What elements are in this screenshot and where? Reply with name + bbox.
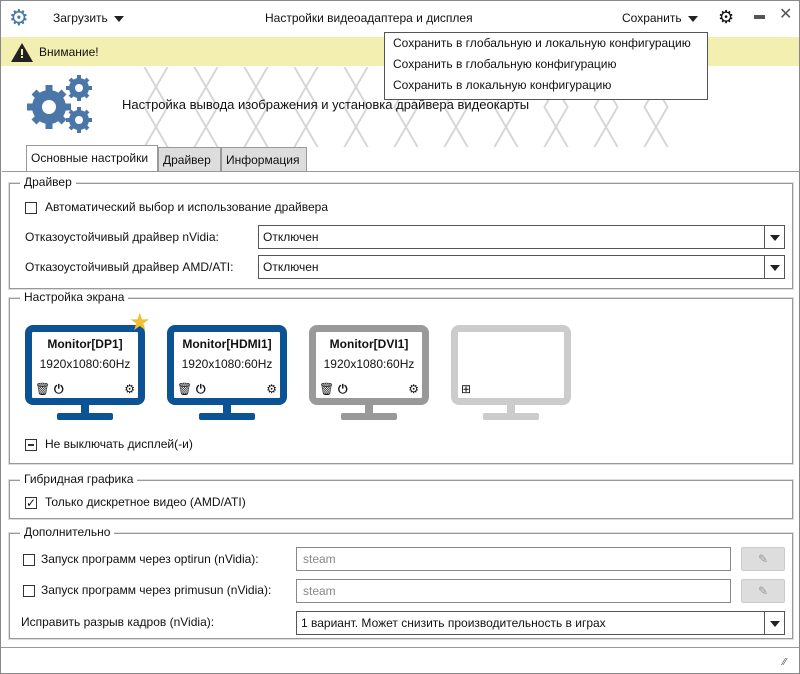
driver-legend: Драйвер xyxy=(20,175,76,189)
nvidia-driver-select[interactable]: Отключен xyxy=(258,225,785,249)
monitor-dvi1[interactable]: Monitor[DVI1] 1920x1080:60Hz 🗑⏻ ⚙ xyxy=(309,325,429,405)
power-icon[interactable]: ⏻ xyxy=(196,382,206,396)
gear-icon[interactable]: ⚙ xyxy=(124,382,135,396)
monitor-mode: 1920x1080:60Hz xyxy=(181,357,273,371)
trash-icon[interactable]: 🗑 xyxy=(177,382,193,396)
menu-item-save-global-local[interactable]: Сохранить в глобальную и локальную конфи… xyxy=(393,36,691,50)
keep-display-on-checkbox[interactable] xyxy=(25,439,37,451)
warning-text: Внимание! xyxy=(39,45,99,59)
monitor-dp1[interactable]: Monitor[DP1] 1920x1080:60Hz 🗑⏻ ⚙ xyxy=(25,325,145,405)
primus-checkbox[interactable] xyxy=(23,585,35,597)
monitor-base xyxy=(483,413,539,420)
gear-icon[interactable]: ⚙ xyxy=(408,382,419,396)
primary-star-icon: ★ xyxy=(129,309,151,336)
primus-placeholder: steam xyxy=(303,584,336,598)
auto-driver-label: Автоматический выбор и использование дра… xyxy=(45,200,328,214)
extra-legend: Дополнительно xyxy=(20,525,115,539)
monitor-base xyxy=(199,413,255,420)
monitor-base xyxy=(57,413,113,420)
tab-panel xyxy=(2,171,799,647)
tearing-label: Исправить разрыв кадров (nVidia): xyxy=(21,615,215,629)
screen-group: Настройка экрана xyxy=(9,290,793,464)
optirun-input[interactable]: steam xyxy=(296,547,731,571)
status-bar xyxy=(1,647,799,648)
optirun-placeholder: steam xyxy=(303,552,336,566)
monitor-name: Monitor[HDMI1] xyxy=(182,337,272,351)
tab-main-settings[interactable]: Основные настройки xyxy=(26,145,158,172)
save-label: Сохранить xyxy=(622,11,682,25)
screen-legend: Настройка экрана xyxy=(20,290,129,304)
extra-group: Дополнительно xyxy=(9,525,793,639)
edit-optirun-button[interactable]: ✎ xyxy=(741,547,785,571)
settings-gear-icon[interactable]: ⚙ xyxy=(718,7,735,27)
menu-item-save-global[interactable]: Сохранить в глобальную конфигурацию xyxy=(393,57,617,71)
monitor-stand xyxy=(507,405,515,414)
dropdown-arrow-icon xyxy=(764,612,784,634)
optirun-label: Запуск программ через optirun (nVidia): xyxy=(41,552,259,566)
discrete-video-label: Только дискретное видео (AMD/ATI) xyxy=(45,495,246,509)
power-icon[interactable]: ⏻ xyxy=(338,382,348,396)
tab-info[interactable]: Информация xyxy=(221,147,307,172)
monitor-name: Monitor[DVI1] xyxy=(329,337,409,351)
warning-icon xyxy=(11,43,33,62)
discrete-video-checkbox[interactable]: ✓ xyxy=(25,496,37,510)
tearing-value: 1 вариант. Может снизить производительно… xyxy=(301,616,606,630)
primus-input[interactable]: steam xyxy=(296,579,731,603)
primus-label: Запуск программ через primusun (nVidia): xyxy=(41,583,272,597)
monitor-add[interactable]: ⊞ xyxy=(451,325,571,405)
amd-driver-select[interactable]: Отключен xyxy=(258,255,785,279)
power-icon[interactable]: ⏻ xyxy=(54,382,64,396)
monitor-stand xyxy=(223,405,231,414)
header-gears-icon xyxy=(27,75,92,133)
monitor-mode: 1920x1080:60Hz xyxy=(39,357,131,371)
dropdown-arrow-icon xyxy=(764,256,784,278)
tearing-select[interactable]: 1 вариант. Может снизить производительно… xyxy=(296,611,785,635)
load-button[interactable]: Загрузить xyxy=(53,11,124,25)
caret-down-icon xyxy=(113,15,124,22)
app-gears-icon: ⚙ xyxy=(9,5,29,30)
amd-driver-value: Отключен xyxy=(263,260,319,274)
dropdown-arrow-icon xyxy=(764,226,784,248)
menu-item-save-local[interactable]: Сохранить в локальную конфигурацию xyxy=(393,78,612,92)
save-button[interactable]: Сохранить xyxy=(622,11,698,25)
save-menu: Сохранить в глобальную и локальную конфи… xyxy=(384,32,708,100)
monitor-stand xyxy=(365,405,373,414)
monitor-stand xyxy=(81,405,89,414)
add-monitor-icon[interactable]: ⊞ xyxy=(461,382,472,396)
load-label: Загрузить xyxy=(53,11,108,25)
auto-driver-checkbox[interactable] xyxy=(25,202,37,214)
trash-icon[interactable]: 🗑 xyxy=(319,382,335,396)
tab-driver[interactable]: Драйвер xyxy=(158,147,221,172)
monitor-name: Monitor[DP1] xyxy=(47,337,123,351)
page-heading: Настройка вывода изображения и установка… xyxy=(122,97,530,112)
edit-primus-button[interactable]: ✎ xyxy=(741,579,785,603)
close-button[interactable]: ✕ xyxy=(779,6,793,23)
hybrid-legend: Гибридная графика xyxy=(20,472,138,486)
hybrid-group: Гибридная графика xyxy=(9,472,793,519)
nvidia-driver-label: Отказоустойчивый драйвер nVidia: xyxy=(25,230,219,244)
resize-grip-icon[interactable]: ⁄⁄ xyxy=(783,657,787,668)
optirun-checkbox[interactable] xyxy=(23,554,35,566)
window-title: Настройки видеоадаптера и дисплея xyxy=(265,11,473,25)
driver-group: Драйвер xyxy=(9,175,793,289)
trash-icon[interactable]: 🗑 xyxy=(35,382,51,396)
nvidia-driver-value: Отключен xyxy=(263,230,319,244)
minimize-button[interactable] xyxy=(754,15,765,19)
amd-driver-label: Отказоустойчивый драйвер AMD/ATI: xyxy=(25,260,234,274)
title-bar: ⚙ Загрузить Настройки видеоадаптера и ди… xyxy=(1,1,799,36)
caret-down-icon xyxy=(687,15,698,22)
keep-display-on-label: Не выключать дисплей(-и) xyxy=(45,437,193,451)
gear-icon[interactable]: ⚙ xyxy=(266,382,277,396)
monitor-hdmi1[interactable]: Monitor[HDMI1] 1920x1080:60Hz 🗑⏻ ⚙ xyxy=(167,325,287,405)
monitor-base xyxy=(341,413,397,420)
monitor-mode: 1920x1080:60Hz xyxy=(323,357,415,371)
